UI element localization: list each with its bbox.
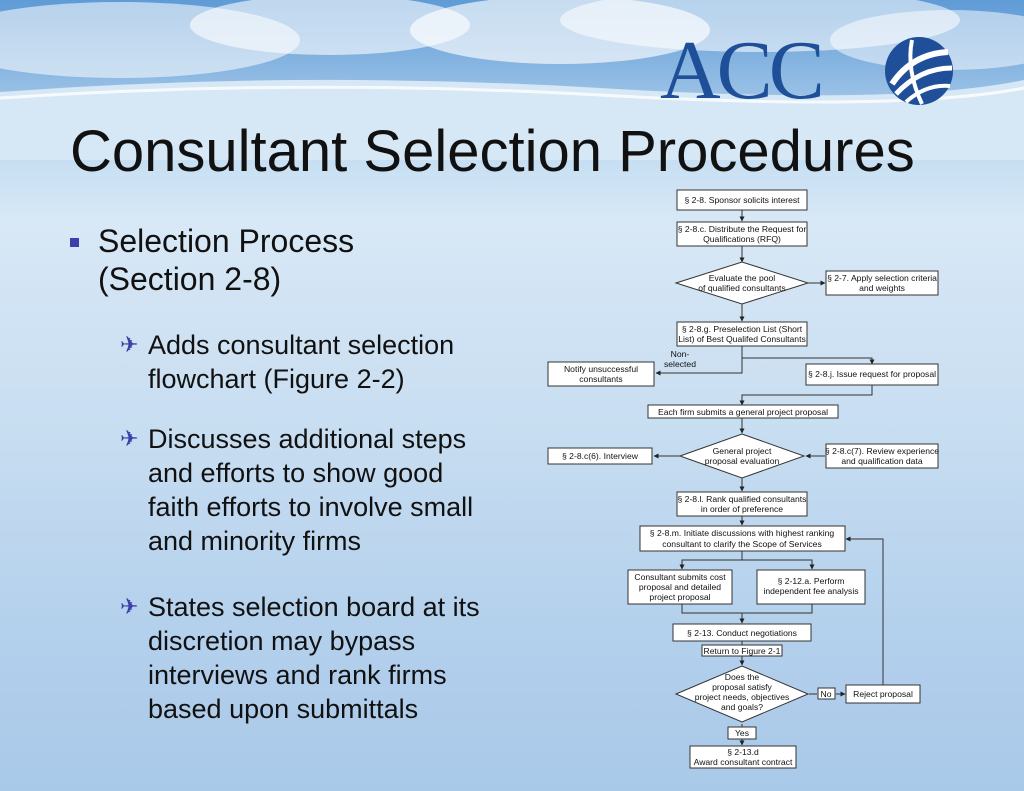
bullet-line: (Section 2-8) — [98, 261, 282, 297]
slide-title: Consultant Selection Procedures — [70, 119, 915, 184]
sub-bullet-line: and efforts to show good — [148, 458, 444, 488]
globe-icon — [885, 37, 953, 105]
node-return-figure: Return to Figure 2-1 — [704, 646, 781, 656]
airplane-bullet-icon: ✈ — [120, 332, 139, 357]
acc-logo: ACC — [660, 24, 960, 117]
sub-bullet-line: based upon submittals — [148, 694, 419, 724]
label-no: No — [821, 689, 832, 699]
selection-flowchart: § 2-8. Sponsor solicits interest § 2-8.c… — [547, 189, 939, 769]
sub-bullet-line: Discusses additional steps — [148, 424, 467, 454]
sub-bullet-line: interviews and rank firms — [148, 660, 447, 690]
square-bullet-icon — [70, 238, 79, 247]
label-yes: Yes — [735, 728, 749, 738]
label-non-selected: Non-selected — [664, 349, 696, 369]
sub-bullet-line: faith efforts to involve small — [148, 492, 474, 522]
airplane-bullet-icon: ✈ — [120, 426, 139, 451]
node-reject-proposal: Reject proposal — [853, 689, 913, 699]
node-initiate-discussions: § 2-8.m. Initiate discussions with highe… — [650, 528, 835, 549]
sub-bullet-line: flowchart (Figure 2-2) — [148, 364, 405, 394]
node-interview: § 2-8.c(6). Interview — [562, 451, 639, 461]
flowchart-shapes — [547, 189, 939, 769]
logo-text: ACC — [660, 24, 825, 117]
sub-bullet-line: discretion may bypass — [148, 626, 416, 656]
node-issue-rfp: § 2-8.j. Issue request for proposal — [808, 369, 936, 379]
sub-bullet-line: States selection board at its — [148, 592, 480, 622]
airplane-bullet-icon: ✈ — [120, 594, 139, 619]
node-conduct-negotiations: § 2-13. Conduct negotiations — [687, 628, 797, 638]
sub-bullet-line: Adds consultant selection — [148, 330, 455, 360]
node-firm-submits: Each firm submits a general project prop… — [658, 407, 828, 417]
bullet-line: Selection Process — [98, 223, 355, 259]
flowchart-connectors — [653, 210, 884, 746]
sub-bullet-line: and minority firms — [148, 526, 362, 556]
node-sponsor-solicits: § 2-8. Sponsor solicits interest — [684, 195, 800, 205]
